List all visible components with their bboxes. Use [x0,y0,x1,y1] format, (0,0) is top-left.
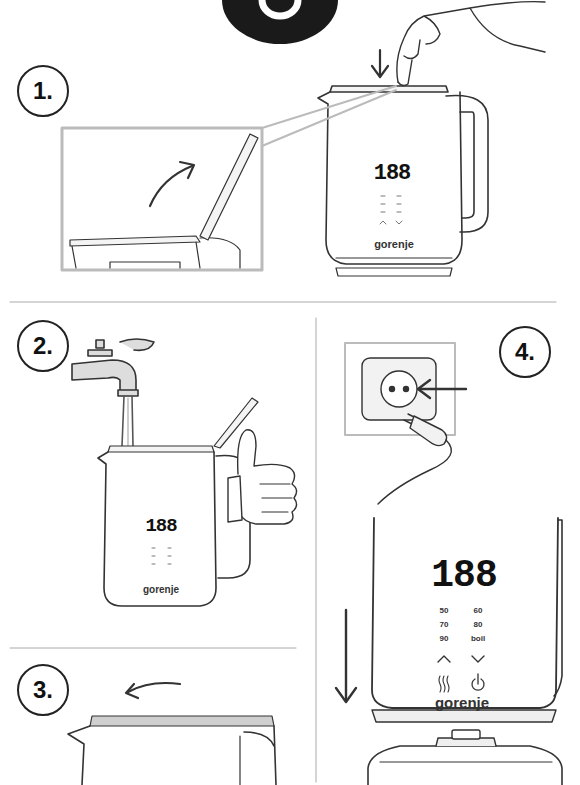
display-digits: 188 [374,163,411,185]
step-number-text: 1. [33,77,53,105]
step-number: 3. [17,664,69,716]
panel-label: 60 [474,607,483,615]
panel-label: 70 [440,621,449,629]
panel-label: 50 [440,607,449,615]
step-number: 1. [17,65,69,117]
panel-label: boil [471,635,485,643]
step-number-text: 3. [33,676,53,704]
step-number: 2. [17,320,69,372]
step-number-text: 4. [515,338,535,366]
panel-label: 90 [440,635,449,643]
display-digits: 188 [145,517,176,536]
panel-label: gorenje [143,585,179,595]
step-number-text: 2. [33,332,53,360]
panel-label: gorenje [374,239,414,250]
step-number: 4. [499,326,551,378]
panel-label: 80 [474,621,483,629]
panel-label: gorenje [435,695,489,710]
display-digits: 188 [431,557,496,595]
